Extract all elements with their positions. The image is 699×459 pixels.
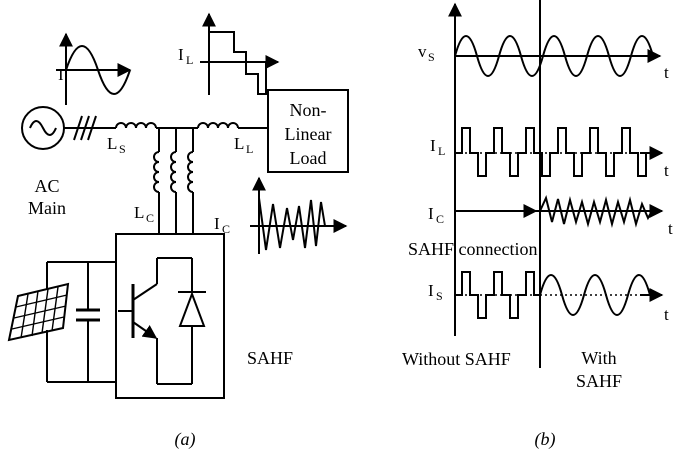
comp-current-label: I	[214, 214, 220, 233]
vs-label: v	[418, 42, 427, 61]
sahf-connection-label: SAHF connection	[408, 239, 538, 259]
load-current-waveform: I L	[178, 12, 280, 95]
time-label-3: t	[668, 219, 673, 238]
is-sub: S	[436, 289, 443, 303]
ac-main-label-2: Main	[28, 198, 66, 218]
comp-current-sub: C	[222, 222, 230, 236]
three-phase-line-mark	[64, 115, 116, 141]
load-current-label: I	[178, 45, 184, 64]
load-inductor: L L	[197, 122, 268, 156]
il-waveform: I L t	[430, 127, 669, 180]
load-label-1: Non-	[290, 100, 327, 120]
with-sahf-label-2: SAHF	[576, 371, 622, 391]
comp-current-waveform	[250, 176, 348, 254]
ac-main-label-1: AC	[34, 176, 59, 196]
caption-a: (a)	[175, 429, 196, 450]
source-current-waveform: I	[56, 32, 132, 105]
with-sahf-label-1: With	[581, 348, 616, 368]
source-inductor: L S	[107, 122, 198, 156]
without-sahf-label: Without SAHF	[402, 349, 511, 369]
ic-waveform: I C t	[428, 195, 673, 238]
filter-inductor-label: L	[134, 203, 144, 222]
load-inductor-sub: L	[246, 142, 253, 156]
il-sub: L	[438, 144, 445, 158]
load-label-3: Load	[290, 148, 327, 168]
source-inductor-sub: S	[119, 142, 126, 156]
ic-sub: C	[436, 212, 444, 226]
sahf-inverter: SAHF	[115, 233, 293, 399]
source-inductor-label: L	[107, 134, 117, 153]
is-label: I	[428, 281, 434, 300]
panel-b: v S t I L t I C t SAHF connection	[402, 0, 673, 450]
dc-link	[46, 261, 116, 383]
vs-waveform: v S t	[418, 35, 669, 82]
load-inductor-label: L	[234, 134, 244, 153]
load-current-sub: L	[186, 53, 193, 67]
filter-inductor-sub: C	[146, 211, 154, 225]
filter-inductors: L C I C	[134, 128, 230, 236]
time-label-4: t	[664, 305, 669, 324]
caption-b: (b)	[535, 429, 556, 450]
ic-label: I	[428, 204, 434, 223]
il-label: I	[430, 136, 436, 155]
sahf-label: SAHF	[247, 348, 293, 368]
panel-a: I AC Main L S L L	[7, 12, 349, 450]
source-current-label: I	[58, 65, 64, 84]
load-label-2: Linear	[285, 124, 332, 144]
is-waveform: I S t	[428, 271, 669, 324]
time-label-1: t	[664, 63, 669, 82]
ac-source: AC Main	[21, 106, 66, 218]
vs-sub: S	[428, 50, 435, 64]
time-label-2: t	[664, 161, 669, 180]
solar-panel-icon	[7, 282, 70, 342]
nonlinear-load: Non- Linear Load	[267, 89, 349, 173]
